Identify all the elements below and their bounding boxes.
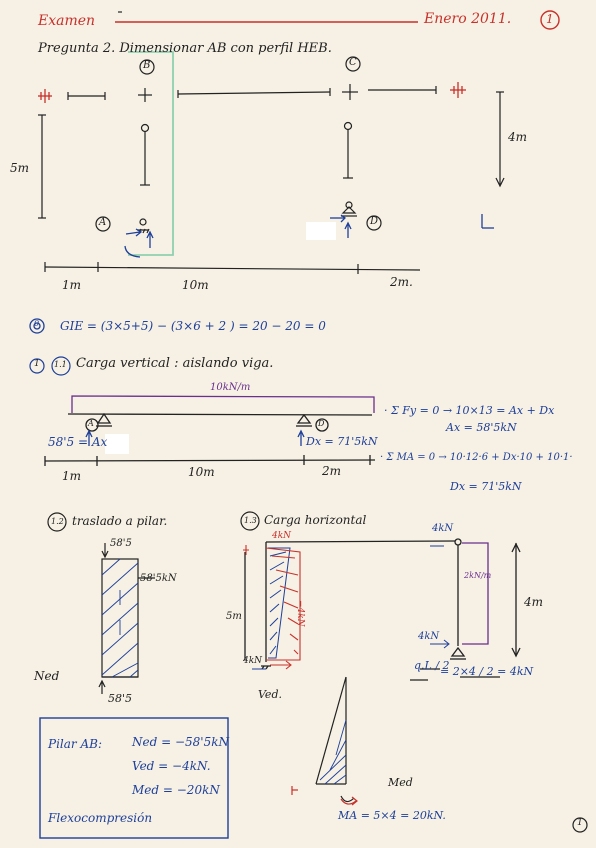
summary-ved: Ved = −4kN. xyxy=(132,759,211,773)
beam-dim-2: 10m xyxy=(188,465,215,479)
gie-formula: GIE = (3×5+5) − (3×6 + 2 ) = 20 − 20 = 0 xyxy=(60,319,326,333)
header-page-number: 1 xyxy=(546,12,554,26)
beam-dim-3: 2m xyxy=(322,464,342,478)
pillar-ned-label: Ned xyxy=(34,669,60,683)
label-4kn-c: 4kN xyxy=(243,656,263,666)
label-4kn-a: 4kN xyxy=(272,531,292,541)
section-1-marker: 1 xyxy=(34,359,40,369)
beam-reaction-a: 58'5 = Ax xyxy=(48,435,108,449)
label-neg-4kn: −4kN xyxy=(295,600,305,627)
eq-sum-ma: · Σ MA = 0 → 10·12·6 + Dx·10 + 10·1· xyxy=(380,452,573,463)
section-1-2-marker: 1.2 xyxy=(51,517,64,526)
gie-marker: 0 xyxy=(34,319,40,328)
section-1-3-marker: 1.3 xyxy=(244,516,257,525)
plan-node-c: C xyxy=(349,57,357,68)
beam-reaction-d: Dx = 71'5kN xyxy=(306,435,378,448)
eq-dx: Dx = 71'5kN xyxy=(450,480,522,493)
plan-height-left: 5m xyxy=(10,161,30,175)
header-date: Enero 2011. xyxy=(424,11,512,27)
summary-med: Med = −20kN xyxy=(132,783,220,797)
beam-node-d: D xyxy=(318,419,325,428)
section-1-1-marker: 1.1 xyxy=(54,360,67,369)
dim-4m: 4m xyxy=(524,595,544,609)
plan-dim-3: 2m. xyxy=(390,275,413,289)
ved-label: Ved. xyxy=(258,688,282,701)
moment-med-label: Med xyxy=(388,776,413,789)
beam-dim-1: 1m xyxy=(62,469,82,483)
plan-node-a: A xyxy=(99,217,107,228)
calc-left: q.L / 2 xyxy=(414,659,450,672)
summary-type: Flexocompresión xyxy=(48,811,153,825)
eq-ax: Ax = 58'5kN xyxy=(446,421,517,434)
calc-right: = 2×4 / 2 = 4kN xyxy=(440,665,534,678)
pillar-side-label: 58'5kN xyxy=(140,573,177,584)
footer-page-number: 1 xyxy=(577,818,583,828)
summary-ned: Ned = −58'5kN xyxy=(132,735,229,749)
summary-title: Pilar AB: xyxy=(48,737,102,751)
section-1-3-title: Carga horizontal xyxy=(264,513,367,527)
plan-dim-2: 10m xyxy=(182,278,209,292)
dim-5m: 5m xyxy=(226,611,242,622)
dist-load-label: 2kN/m xyxy=(464,571,492,580)
pillar-bottom-label: 58'5 xyxy=(108,692,133,705)
beam-node-a: A xyxy=(88,419,94,428)
label-4kn-b: 4kN xyxy=(432,523,454,534)
plan-node-d: D xyxy=(370,216,379,227)
eq-sum-fy: · Σ Fy = 0 → 10×13 = Ax + Dx xyxy=(384,404,555,417)
header-title: Examen xyxy=(38,13,96,29)
pillar-top-load: 58'5 xyxy=(110,538,132,549)
section-1-2-title: traslado a pilar. xyxy=(72,514,168,528)
beam-load: 10kN/m xyxy=(210,382,251,393)
section-1-title: Carga vertical : aislando viga. xyxy=(76,356,274,371)
plan-dim-1: 1m xyxy=(62,278,82,292)
question-text: Pregunta 2. Dimensionar AB con perfil HE… xyxy=(38,41,332,56)
plan-height-right: 4m xyxy=(508,130,528,144)
plan-node-b: B xyxy=(143,60,151,71)
moment-ma-label: MA = 5×4 = 20kN. xyxy=(338,809,446,822)
label-4kn-d: 4kN xyxy=(418,631,440,642)
